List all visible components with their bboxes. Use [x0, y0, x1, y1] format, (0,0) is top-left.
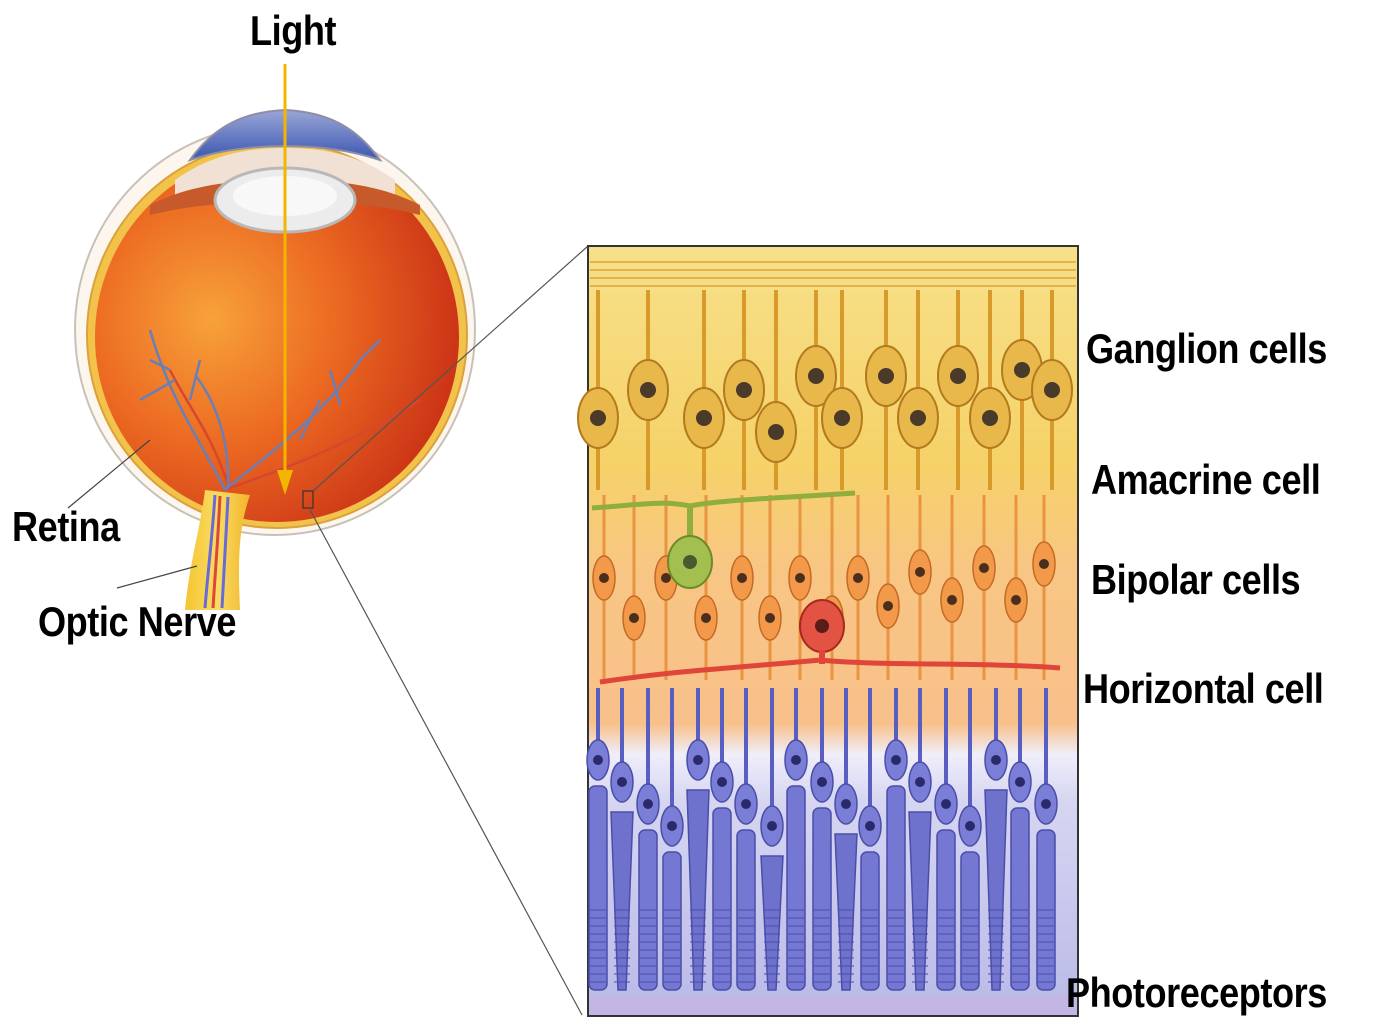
retina-label: Retina — [12, 506, 120, 548]
zoom-line-bottom — [309, 508, 582, 1015]
optic-nerve-leader — [117, 566, 197, 588]
photoreceptors-label: Photoreceptors — [1066, 972, 1327, 1014]
light-label: Light — [250, 10, 336, 52]
pigment-epithelium — [590, 996, 1076, 1014]
horizontal-cell-label: Horizontal cell — [1083, 668, 1323, 710]
amacrine-cell-label: Amacrine cell — [1091, 459, 1320, 501]
optic-nerve-label: Optic Nerve — [38, 601, 236, 643]
eyeball — [75, 110, 475, 610]
bipolar-cells-label: Bipolar cells — [1091, 559, 1300, 601]
retina-cross-section — [578, 246, 1078, 1016]
ganglion-cells-label: Ganglion cells — [1086, 328, 1327, 370]
